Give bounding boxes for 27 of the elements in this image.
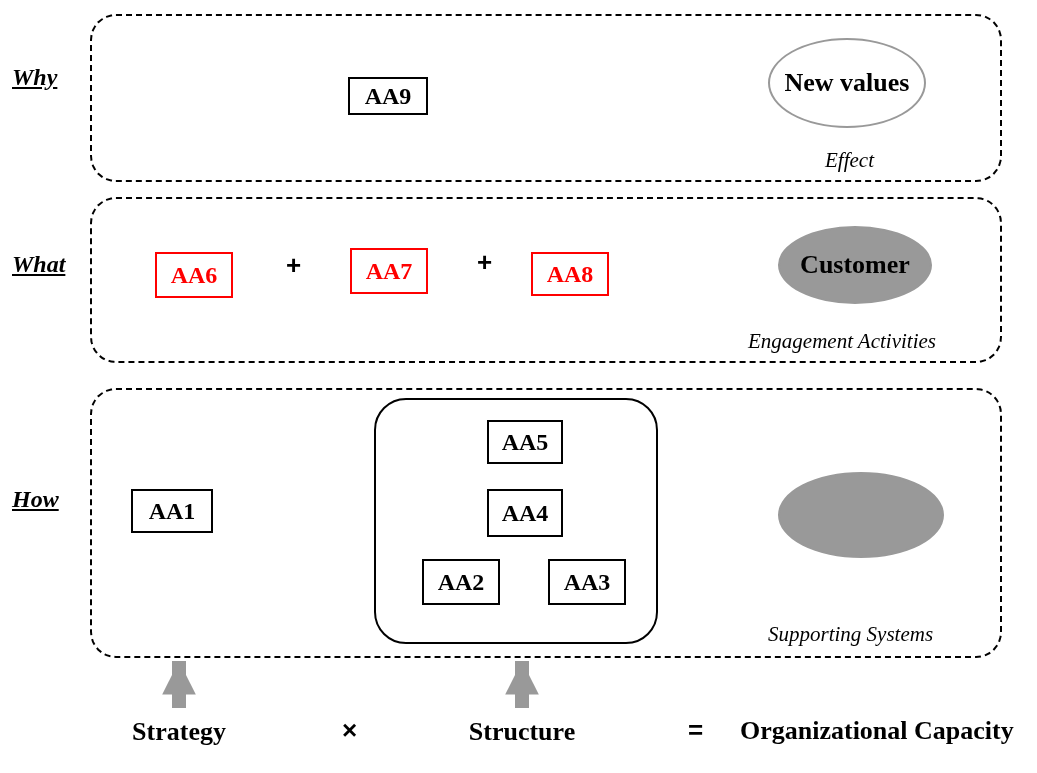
row-heading: Why [12,64,58,91]
row-heading: What [12,251,66,278]
rounded-frame [374,398,658,644]
label-box: AA7 [350,248,428,294]
operator-sign: = [688,715,704,746]
row-heading: How [12,486,59,513]
result-label: Organizational Capacity [740,716,1014,746]
block-arrow [505,661,539,708]
label-box: AA5 [487,420,563,464]
label-box: AA6 [155,252,233,298]
ellipse-label: New values [768,38,926,128]
label-box: AA1 [131,489,213,533]
label-box: AA2 [422,559,500,605]
axis-label: Strategy [124,714,234,750]
operator-sign: + [286,250,302,281]
label-box: AA4 [487,489,563,537]
label-box: AA8 [531,252,609,296]
operator-sign: + [477,247,493,278]
label-box: AA9 [348,77,428,115]
operator-sign: × [342,715,358,746]
block-arrow [162,661,196,708]
panel-caption: Effect [825,148,874,173]
ellipse-label: Customer [778,226,932,304]
panel-caption: Engagement Activities [748,329,936,354]
axis-label: Structure [460,714,584,750]
label-box: AA3 [548,559,626,605]
panel-caption: Supporting Systems [768,622,934,647]
